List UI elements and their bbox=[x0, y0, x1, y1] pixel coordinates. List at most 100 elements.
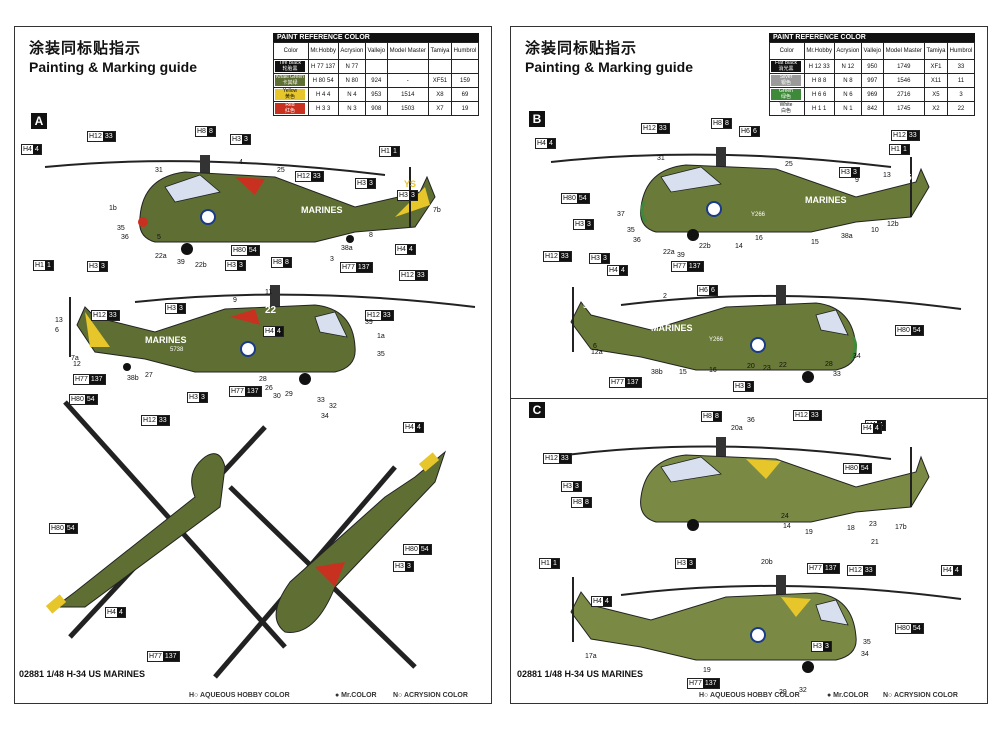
callout-mrcolor-code: 137 bbox=[702, 679, 719, 688]
callout-mrcolor-code: 4 bbox=[546, 139, 555, 148]
part-number-label: 9 bbox=[855, 177, 859, 184]
callout-hobby-code: H80 bbox=[233, 247, 246, 254]
callout-mrcolor-code: 3 bbox=[241, 135, 250, 144]
tamiya-cell: XF1 bbox=[923, 59, 949, 74]
callout-hobby-code: H80 bbox=[845, 465, 858, 472]
callout-hobby-code: H1 bbox=[35, 262, 44, 269]
callout-hobby-code: H4 bbox=[405, 424, 414, 431]
callout-mrcolor-code: 33 bbox=[558, 252, 571, 261]
callout-hobby-code: H77 bbox=[611, 379, 624, 386]
serial-number: Y266 bbox=[751, 212, 766, 218]
part-number-label: 21 bbox=[871, 539, 879, 546]
callout-hobby-code: H3 bbox=[227, 262, 236, 269]
callout-mrcolor-code: 8 bbox=[206, 127, 215, 136]
callout-hobby-code: H77 bbox=[809, 565, 822, 572]
part-number-label: 30 bbox=[273, 393, 281, 400]
section-label-c: C bbox=[529, 402, 545, 418]
callout-mrcolor-code: 33 bbox=[862, 566, 875, 575]
acrysion-cell: N 12 bbox=[833, 59, 863, 74]
part-number-label: 23 bbox=[763, 365, 771, 372]
callout-hobby-code: H3 bbox=[357, 180, 366, 187]
callout-mrcolor-code: 33 bbox=[656, 124, 669, 133]
part-number-label: 3 bbox=[330, 256, 334, 263]
callout-hobby-code: H80 bbox=[71, 396, 84, 403]
marking-marines-2: MARINES bbox=[651, 323, 693, 333]
part-number-label: 20b bbox=[761, 559, 773, 566]
callout-hobby-code: H8 bbox=[713, 120, 722, 127]
callout-mrcolor-code: 3 bbox=[404, 562, 413, 571]
page-title-cn: 涂装同标贴指示 bbox=[525, 39, 638, 57]
callout-mrcolor-code: 3 bbox=[600, 254, 609, 263]
callout-mrcolor-code: 54 bbox=[910, 624, 923, 633]
helicopter-drawings-left bbox=[44, 155, 476, 679]
callout-mrcolor-code: 3 bbox=[850, 168, 859, 177]
callout-hobby-code: H4 bbox=[593, 598, 602, 605]
part-number-label: 16 bbox=[755, 235, 763, 242]
part-number-label: 22a bbox=[663, 249, 675, 256]
callout-mrcolor-code: 8 bbox=[722, 119, 731, 128]
callout-mrcolor-code: 4 bbox=[274, 327, 283, 336]
callout-hobby-code: H3 bbox=[575, 221, 584, 228]
marking-ys: YS bbox=[404, 179, 417, 189]
part-number-label: 22b bbox=[699, 243, 711, 250]
callout-mrcolor-code: 137 bbox=[822, 564, 839, 573]
callout-mrcolor-code: 54 bbox=[910, 326, 923, 335]
part-number-label: 12b bbox=[887, 221, 899, 228]
callout-hobby-code: H3 bbox=[167, 305, 176, 312]
section-divider bbox=[511, 398, 987, 399]
callout-mrcolor-code: 3 bbox=[822, 642, 831, 651]
tamiya-cell: X7 bbox=[427, 101, 453, 116]
serial-number-2: Y266 bbox=[709, 337, 724, 343]
callout-hobby-code: H8 bbox=[197, 128, 206, 135]
callout-mrcolor-code: 4 bbox=[618, 266, 627, 275]
callout-mrcolor-code: 1 bbox=[900, 145, 909, 154]
part-number-label: 17b bbox=[895, 524, 907, 531]
part-number-label: 5 bbox=[157, 234, 161, 241]
kit-footer: 02881 1/48 H-34 US MARINES bbox=[19, 669, 146, 679]
part-number-label: 22a bbox=[155, 253, 167, 260]
part-number-label: 34 bbox=[853, 353, 861, 360]
marking-56-2: 56 bbox=[583, 301, 592, 310]
callout-hobby-code: H4 bbox=[943, 567, 952, 574]
marking-marines: MARINES bbox=[805, 195, 847, 205]
callout-hobby-code: H77 bbox=[342, 264, 355, 271]
part-number-label: 19 bbox=[703, 667, 711, 674]
callout-mrcolor-code: 137 bbox=[162, 652, 179, 661]
page-title-en: Painting & Marking guide bbox=[29, 59, 198, 75]
callout-hobby-code: H1 bbox=[541, 560, 550, 567]
callout-mrcolor-code: 33 bbox=[156, 416, 169, 425]
callout-mrcolor-code: 33 bbox=[102, 132, 115, 141]
callout-mrcolor-code: 4 bbox=[116, 608, 125, 617]
callout-mrcolor-code: 8 bbox=[712, 412, 721, 421]
part-number-label: 37 bbox=[617, 211, 625, 218]
part-number-label: 11 bbox=[265, 289, 273, 296]
part-number-label: 4 bbox=[239, 159, 243, 166]
